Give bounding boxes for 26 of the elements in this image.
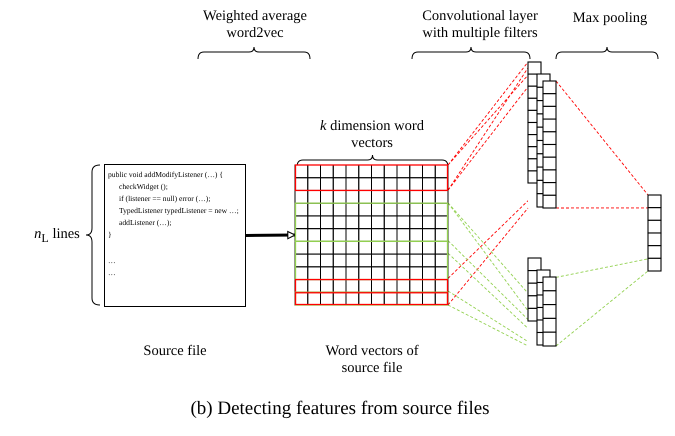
caption-text: Source file (142, 343, 208, 360)
label-text: Weighted average word2vec (202, 8, 308, 42)
pooled-vector (648, 195, 661, 271)
caption-text: Word vectors of source file (324, 343, 420, 377)
connector-line (556, 80, 648, 196)
label-text: k dimension word vectors (319, 118, 425, 152)
connector-line (448, 290, 528, 342)
connector-line (448, 240, 528, 320)
connector-line (448, 200, 528, 279)
connector-line (448, 252, 528, 329)
arrow (246, 230, 296, 240)
label-text: Convolutional layer with multiple filters (421, 8, 539, 42)
filter-stack (528, 62, 556, 208)
connector-line (556, 207, 648, 208)
caption-text: n$_{L}$ lines (33, 226, 81, 247)
word-vector-matrix (295, 165, 448, 305)
connector-line (448, 67, 528, 191)
connector-line (556, 258, 648, 278)
connector-line (556, 270, 648, 346)
connector-line (448, 202, 528, 294)
code-box (104, 164, 246, 307)
label-text: Max pooling (572, 10, 648, 27)
connector-line (448, 86, 528, 191)
figure-caption: (b) Detecting features from source files (189, 398, 491, 420)
filter-stack (528, 258, 556, 346)
connector-line (448, 304, 528, 346)
